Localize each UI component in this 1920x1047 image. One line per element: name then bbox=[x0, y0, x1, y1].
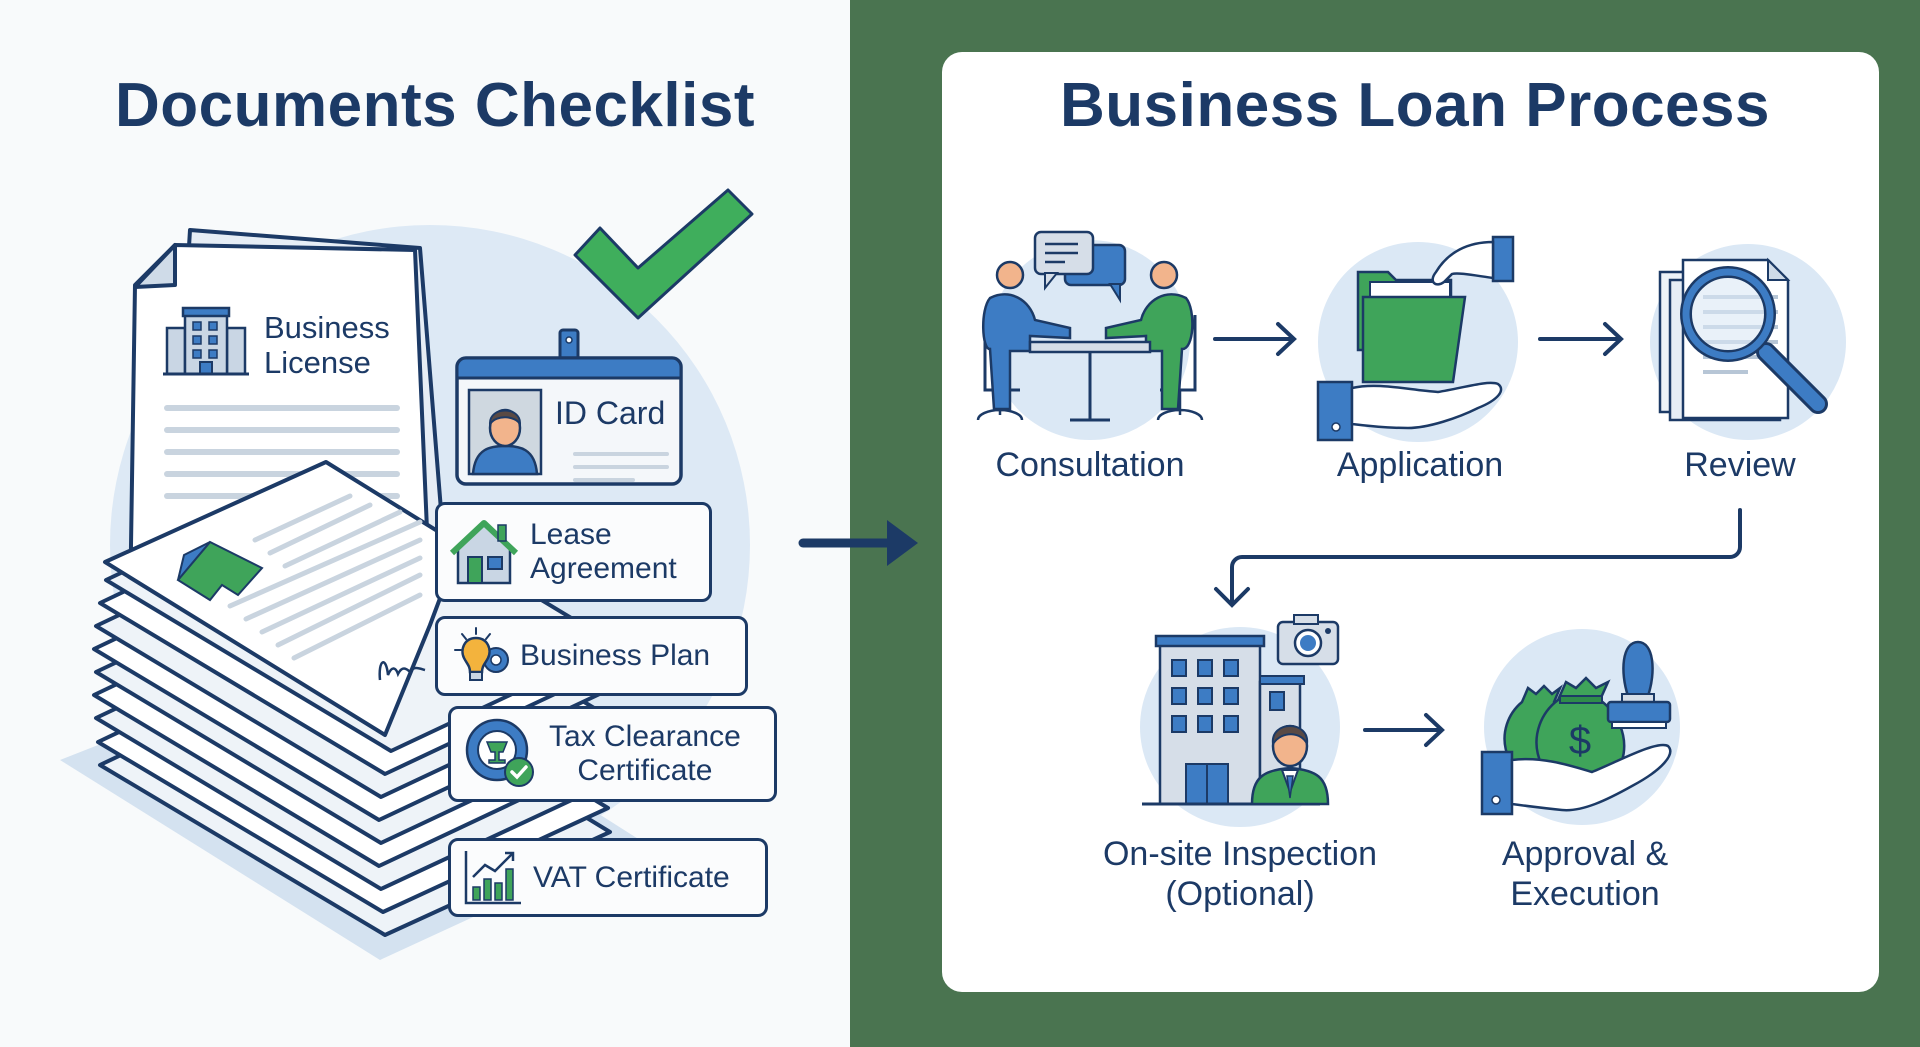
label-line: Business bbox=[264, 310, 390, 345]
label-line: On-site Inspection bbox=[1102, 835, 1378, 873]
label-line: Agreement bbox=[530, 552, 677, 585]
step-label-application: Application bbox=[1336, 446, 1504, 484]
government-seal-check-icon bbox=[465, 718, 534, 787]
document-label-id-card: ID Card bbox=[555, 395, 666, 431]
document-magnifier-icon bbox=[1650, 244, 1846, 440]
top-sheet-lines bbox=[227, 493, 423, 661]
document-badge-business-plan: Business Plan bbox=[435, 616, 748, 696]
bar-chart-growth-icon bbox=[464, 850, 521, 904]
document-label-business-license: Business License bbox=[264, 310, 390, 380]
document-label-lease-agreement: Lease Agreement bbox=[530, 518, 677, 586]
label-line: Lease bbox=[530, 518, 612, 551]
document-badge-tax-clearance: Tax Clearance Certificate bbox=[448, 706, 777, 802]
property-house-icon bbox=[176, 540, 264, 602]
process-flow-diagram: $ bbox=[976, 230, 1846, 827]
step-label-approval-execution: Approval & Execution bbox=[1460, 834, 1710, 914]
document-label-tax-clearance: Tax Clearance Certificate bbox=[549, 720, 741, 788]
checkmark-icon bbox=[573, 188, 754, 320]
label-line: Tax Clearance bbox=[549, 720, 741, 753]
label-line: License bbox=[264, 345, 371, 380]
flow-arrow-right-icon bbox=[798, 520, 918, 566]
label-line: (Optional) bbox=[1165, 875, 1315, 913]
lightbulb-gear-icon bbox=[454, 627, 509, 681]
step-label-consultation: Consultation bbox=[995, 446, 1185, 484]
svg-text:$: $ bbox=[1569, 719, 1591, 763]
meeting-people-icon bbox=[976, 230, 1204, 440]
document-badge-lease-agreement: Lease Agreement bbox=[435, 502, 712, 602]
signature-scribble bbox=[378, 661, 426, 681]
process-card bbox=[942, 52, 1879, 992]
label-line: Certificate bbox=[577, 754, 713, 787]
step-label-on-site-inspection: On-site Inspection (Optional) bbox=[1060, 834, 1420, 914]
step-label-review: Review bbox=[1684, 446, 1796, 484]
office-building-icon bbox=[163, 306, 249, 376]
step-arrow-icon bbox=[1213, 322, 1297, 356]
document-label-business-plan: Business Plan bbox=[520, 639, 711, 672]
money-bag-stamp-icon: $ bbox=[1480, 629, 1680, 825]
label-line: Execution bbox=[1510, 875, 1660, 913]
business-loan-process-title: Business Loan Process bbox=[1060, 71, 1770, 140]
folder-handover-icon bbox=[1316, 235, 1518, 442]
document-badge-vat-certificate: VAT Certificate bbox=[448, 838, 768, 917]
building-inspector-camera-icon bbox=[1140, 614, 1340, 827]
documents-checklist-title: Documents Checklist bbox=[114, 71, 755, 140]
document-label-vat-certificate: VAT Certificate bbox=[533, 860, 730, 894]
house-icon bbox=[449, 520, 519, 585]
label-line: Approval & bbox=[1501, 835, 1669, 873]
connector-arrow-icon bbox=[1214, 508, 1742, 608]
document-badge-id-card: ID Card bbox=[455, 328, 683, 488]
step-arrow-icon bbox=[1363, 713, 1445, 747]
id-card-icon bbox=[455, 328, 683, 486]
step-arrow-icon bbox=[1538, 322, 1624, 356]
